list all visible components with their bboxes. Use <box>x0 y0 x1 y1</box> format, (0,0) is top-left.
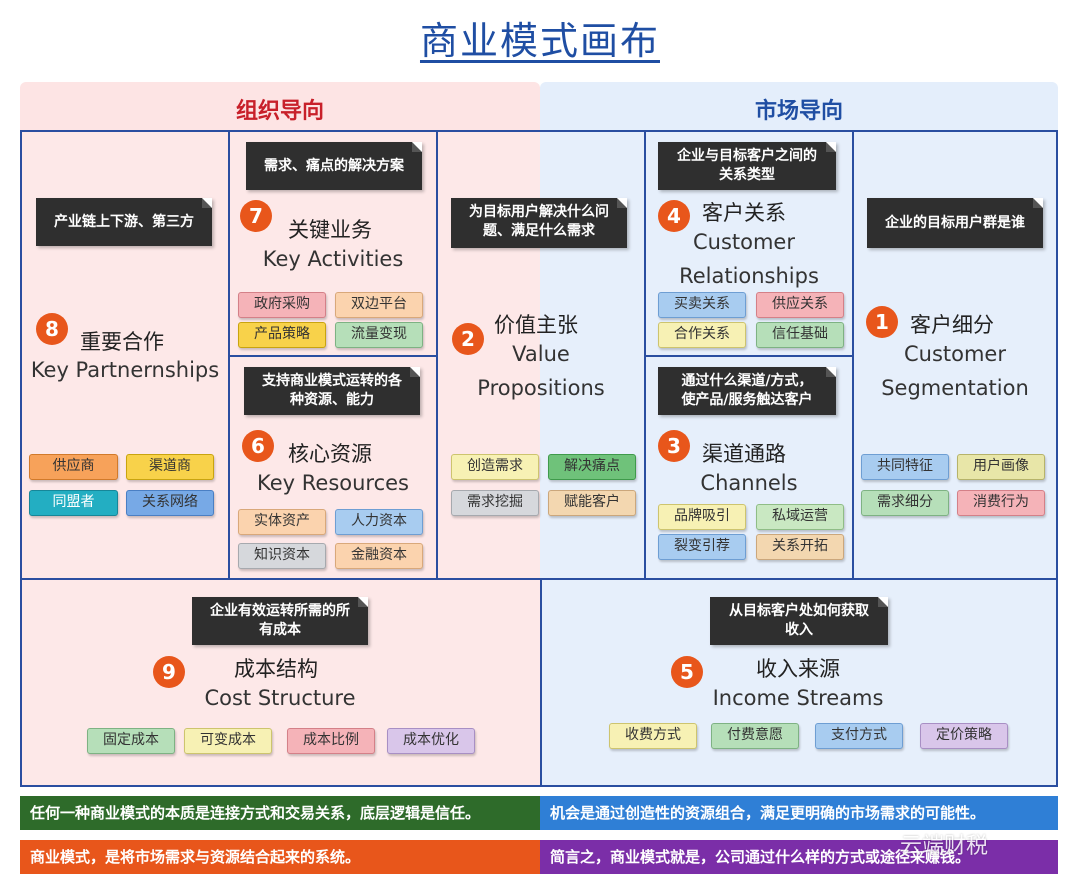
ka-title-en: Key Activities <box>262 247 404 271</box>
rev-tag: 支付方式 <box>815 723 903 749</box>
ka-callout: 需求、痛点的解决方案 <box>246 142 422 190</box>
rev-title-cn: 收入来源 <box>756 657 840 681</box>
vp-number-badge: 2 <box>452 323 484 355</box>
ch-tag: 裂变引荐 <box>658 534 746 560</box>
cr-tag: 供应关系 <box>756 292 844 318</box>
rev-callout-line2: 收入 <box>785 622 813 638</box>
cost-title-en: Cost Structure <box>204 686 356 710</box>
band-market: 市场导向 <box>540 82 1058 130</box>
ch-tag: 品牌吸引 <box>658 504 746 530</box>
kr-title-en: Key Resources <box>257 471 409 495</box>
cs-title-en-line1: Customer <box>903 342 1006 366</box>
vp-tag: 赋能客户 <box>548 490 636 516</box>
cr-title-en-line2: Relationships <box>679 264 819 288</box>
cost-number-badge: 9 <box>153 656 185 688</box>
cs-callout: 企业的目标用户群是谁 <box>867 198 1043 248</box>
cr-tag: 信任基础 <box>756 322 844 348</box>
kr-tag: 知识资本 <box>238 543 326 569</box>
vp-tag: 解决痛点 <box>548 454 636 480</box>
vp-callout: 为目标用户解决什么问 题、满足什么需求 <box>451 198 627 248</box>
cost-callout-line2: 有成本 <box>259 622 301 638</box>
rev-tag: 定价策略 <box>920 723 1008 749</box>
kr-callout: 支持商业模式运转的各 种资源、能力 <box>244 367 420 415</box>
cr-tag: 买卖关系 <box>658 292 746 318</box>
kr-callout-line1: 支持商业模式运转的各 <box>262 373 402 389</box>
ka-tag: 流量变现 <box>335 322 423 348</box>
kr-callout-line2: 种资源、能力 <box>290 392 374 408</box>
box-revenue-streams <box>540 578 1058 787</box>
cost-tag: 可变成本 <box>184 728 272 754</box>
rev-tag: 付费意愿 <box>711 723 799 749</box>
cs-title-en-line2: Segmentation <box>881 376 1029 400</box>
ch-tag: 私域运营 <box>756 504 844 530</box>
cs-tag: 共同特征 <box>861 454 949 480</box>
ch-number-badge: 3 <box>658 430 690 462</box>
cost-tag: 成本比例 <box>287 728 375 754</box>
cs-tag: 消费行为 <box>957 490 1045 516</box>
summary-bar-1: 任何一种商业模式的本质是连接方式和交易关系，底层逻辑是信任。 <box>20 796 540 830</box>
band-organization: 组织导向 <box>20 82 540 130</box>
rev-callout-line1: 从目标客户处如何获取 <box>729 603 869 619</box>
cost-tag: 成本优化 <box>387 728 475 754</box>
cr-callout: 企业与目标客户之间的 关系类型 <box>658 142 836 190</box>
cr-tag: 合作关系 <box>658 322 746 348</box>
kr-tag: 人力资本 <box>335 509 423 535</box>
summary-bar-3: 商业模式，是将市场需求与资源结合起来的系统。 <box>20 840 540 874</box>
ka-title-cn: 关键业务 <box>288 218 372 242</box>
kp-callout: 产业链上下游、第三方 <box>36 198 212 246</box>
kr-tag: 金融资本 <box>335 543 423 569</box>
ch-callout-line2: 使产品/服务触达客户 <box>681 392 813 408</box>
kp-tag: 渠道商 <box>126 454 214 480</box>
ka-tag: 双边平台 <box>335 292 423 318</box>
cs-tag: 用户画像 <box>957 454 1045 480</box>
kp-title-en: Key Partnernships <box>30 358 220 382</box>
vp-title-en-line1: Value <box>512 342 570 366</box>
page-title: 商业模式画布 <box>419 19 660 63</box>
vp-tag: 创造需求 <box>451 454 539 480</box>
ch-callout: 通过什么渠道/方式， 使产品/服务触达客户 <box>658 367 836 415</box>
kp-tag: 同盟者 <box>29 490 118 516</box>
cost-tag: 固定成本 <box>87 728 175 754</box>
vp-callout-line1: 为目标用户解决什么问 <box>469 204 609 220</box>
ka-number-badge: 7 <box>240 200 272 232</box>
band-market-label: 市场导向 <box>754 99 843 124</box>
cs-tag: 需求细分 <box>861 490 949 516</box>
vp-tag: 需求挖掘 <box>451 490 539 516</box>
kp-tag: 供应商 <box>29 454 118 480</box>
band-organization-label: 组织导向 <box>235 99 324 124</box>
kp-number-badge: 8 <box>36 313 68 345</box>
summary-bar-2: 机会是通过创造性的资源组合，满足更明确的市场需求的可能性。 <box>540 796 1058 830</box>
kp-title-cn: 重要合作 <box>80 330 164 354</box>
ka-tag: 政府采购 <box>238 292 326 318</box>
cost-callout-line1: 企业有效运转所需的所 <box>210 603 350 619</box>
vp-title-cn: 价值主张 <box>494 313 578 337</box>
summary-bar-4: 简言之，商业模式就是，公司通过什么样的方式或途径来赚钱。 <box>540 840 1058 874</box>
rev-title-en: Income Streams <box>712 686 884 710</box>
kr-tag: 实体资产 <box>238 509 326 535</box>
cs-number-badge: 1 <box>866 306 898 338</box>
rev-tag: 收费方式 <box>609 723 697 749</box>
cr-number-badge: 4 <box>658 200 690 232</box>
ka-tag: 产品策略 <box>238 322 326 348</box>
cr-title-en-line1: Customer <box>692 230 795 254</box>
cr-title-cn: 客户关系 <box>702 201 786 225</box>
kr-title-cn: 核心资源 <box>288 442 372 466</box>
cr-callout-line2: 关系类型 <box>719 167 775 183</box>
cost-title-cn: 成本结构 <box>234 657 318 681</box>
ch-tag: 关系开拓 <box>756 534 844 560</box>
kp-tag: 关系网络 <box>126 490 214 516</box>
vp-title-en-line2: Propositions <box>477 376 605 400</box>
cost-callout: 企业有效运转所需的所 有成本 <box>192 597 368 645</box>
ch-callout-line1: 通过什么渠道/方式， <box>681 373 813 389</box>
vp-callout-line2: 题、满足什么需求 <box>483 223 595 239</box>
ch-title-en: Channels <box>700 471 798 495</box>
cr-callout-line1: 企业与目标客户之间的 <box>677 148 817 164</box>
watermark-logo: 云端财税 <box>900 834 989 859</box>
cs-title-cn: 客户细分 <box>910 313 994 337</box>
ch-title-cn: 渠道通路 <box>702 442 786 466</box>
kr-number-badge: 6 <box>242 430 274 462</box>
rev-callout: 从目标客户处如何获取 收入 <box>710 597 888 645</box>
rev-number-badge: 5 <box>671 656 703 688</box>
